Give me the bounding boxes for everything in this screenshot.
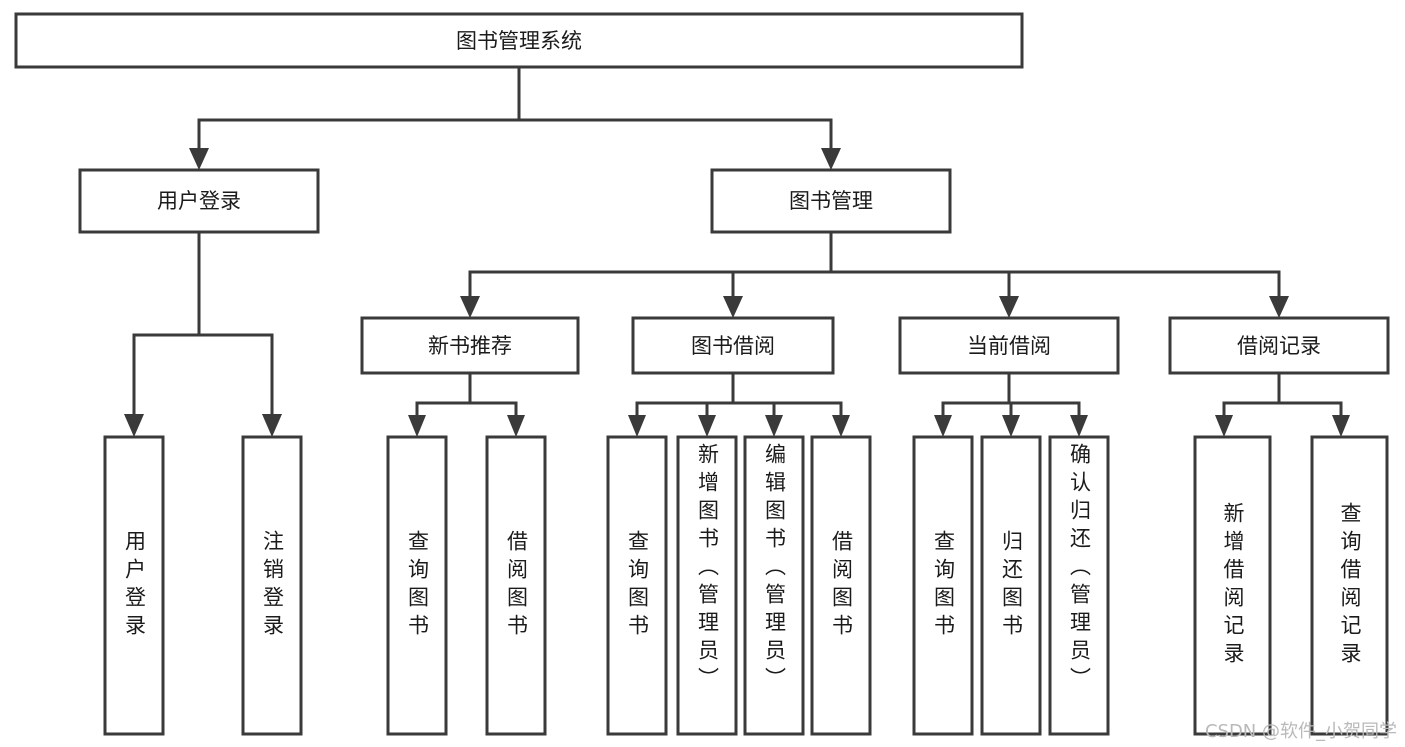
arrow-head-add-borrow-record bbox=[1215, 415, 1233, 437]
node-confirm-return-box[interactable] bbox=[1048, 435, 1110, 736]
node-edit-book-cell: 编辑图书（管理员） bbox=[745, 437, 803, 734]
node-root[interactable]: 图书管理系统 bbox=[14, 12, 1024, 69]
node-query-book-1-label: 查询图书 bbox=[405, 529, 430, 642]
arrow-head-query-borrow-record bbox=[1332, 415, 1350, 437]
node-edit-book-label: 编辑图书（管理员） bbox=[762, 443, 787, 695]
node-return-book[interactable]: 归还图书 bbox=[980, 435, 1042, 736]
node-current-borrow-box[interactable] bbox=[898, 316, 1120, 375]
node-borrow-book-2[interactable]: 借阅图书 bbox=[810, 435, 872, 736]
arrow-head-borrow-book-2 bbox=[832, 415, 850, 437]
node-root-label: 图书管理系统 bbox=[456, 29, 582, 53]
node-query-book-1-box[interactable] bbox=[386, 435, 448, 736]
node-borrow-book-1-box[interactable] bbox=[485, 435, 547, 736]
node-user-login-label: 用户登录 bbox=[157, 189, 241, 213]
node-book-manage-label: 图书管理 bbox=[789, 189, 873, 213]
node-add-borrow-record-cell: 新增借阅记录 bbox=[1195, 437, 1270, 734]
node-query-book-2[interactable]: 查询图书 bbox=[606, 435, 668, 736]
arrow-head-new-book bbox=[460, 296, 480, 318]
node-return-book-label: 归还图书 bbox=[999, 529, 1024, 642]
arrow-head-borrow-book-1 bbox=[507, 415, 525, 437]
node-book-borrow[interactable]: 图书借阅 bbox=[631, 316, 835, 375]
node-query-borrow-record-label: 查询借阅记录 bbox=[1338, 501, 1362, 670]
node-user-logout-leaf[interactable]: 注销登录 bbox=[241, 435, 303, 736]
arrow-head-return-book bbox=[1002, 415, 1020, 437]
node-user-login-leaf-label: 用户登录 bbox=[122, 529, 147, 642]
arrow-head-add-book bbox=[698, 415, 716, 437]
arrow-head-book-borrow bbox=[723, 296, 743, 318]
node-query-book-3-cell: 查询图书 bbox=[914, 437, 972, 734]
node-borrow-book-2-label: 借阅图书 bbox=[829, 529, 854, 642]
node-borrow-book-1-cell: 借阅图书 bbox=[487, 437, 545, 734]
node-add-book-cell: 新增图书（管理员） bbox=[678, 437, 736, 734]
node-return-book-box[interactable] bbox=[980, 435, 1042, 736]
arrow-head-edit-book bbox=[765, 415, 783, 437]
node-user-login-leaf-cell: 用户登录 bbox=[105, 437, 163, 734]
node-edit-book[interactable]: 编辑图书（管理员） bbox=[743, 435, 805, 736]
node-confirm-return-cell: 确认归还（管理员） bbox=[1050, 437, 1108, 734]
node-current-borrow-label: 当前借阅 bbox=[967, 334, 1051, 358]
node-query-borrow-record-cell: 查询借阅记录 bbox=[1312, 437, 1387, 734]
arrow-head-borrow-record bbox=[1269, 296, 1289, 318]
node-add-book-box[interactable] bbox=[676, 435, 738, 736]
node-borrow-record[interactable]: 借阅记录 bbox=[1168, 316, 1390, 375]
node-query-book-2-label: 查询图书 bbox=[625, 529, 650, 642]
node-user-login[interactable]: 用户登录 bbox=[78, 168, 320, 234]
arrow-head-user-logout-leaf bbox=[262, 414, 282, 437]
node-new-book-recommend-box[interactable] bbox=[360, 316, 580, 375]
node-root-box[interactable] bbox=[14, 12, 1024, 69]
node-add-borrow-record[interactable]: 新增借阅记录 bbox=[1193, 435, 1272, 736]
node-borrow-book-1-label: 借阅图书 bbox=[504, 529, 529, 642]
node-query-borrow-record-box[interactable] bbox=[1310, 435, 1389, 736]
node-confirm-return-label: 确认归还（管理员） bbox=[1067, 443, 1092, 695]
node-new-book-recommend[interactable]: 新书推荐 bbox=[360, 316, 580, 375]
node-user-login-box[interactable] bbox=[78, 168, 320, 234]
node-return-book-cell: 归还图书 bbox=[982, 437, 1040, 734]
arrow-head-user-login bbox=[189, 148, 209, 170]
node-edit-book-box[interactable] bbox=[743, 435, 805, 736]
node-borrow-record-label: 借阅记录 bbox=[1237, 334, 1321, 358]
node-query-borrow-record[interactable]: 查询借阅记录 bbox=[1310, 435, 1389, 736]
node-add-book[interactable]: 新增图书（管理员） bbox=[676, 435, 738, 736]
node-borrow-book-2-cell: 借阅图书 bbox=[812, 437, 870, 734]
node-add-borrow-record-box[interactable] bbox=[1193, 435, 1272, 736]
node-book-borrow-box[interactable] bbox=[631, 316, 835, 375]
connector-group bbox=[124, 65, 1350, 437]
node-user-logout-leaf-cell: 注销登录 bbox=[243, 437, 301, 734]
node-query-book-2-box[interactable] bbox=[606, 435, 668, 736]
node-current-borrow[interactable]: 当前借阅 bbox=[898, 316, 1120, 375]
node-borrow-book-2-box[interactable] bbox=[810, 435, 872, 736]
node-query-book-2-cell: 查询图书 bbox=[608, 437, 666, 734]
node-book-manage-box[interactable] bbox=[710, 168, 952, 234]
node-confirm-return[interactable]: 确认归还（管理员） bbox=[1048, 435, 1110, 736]
node-book-manage[interactable]: 图书管理 bbox=[710, 168, 952, 234]
node-add-borrow-record-label: 新增借阅记录 bbox=[1221, 501, 1245, 670]
arrow-head-book-manage bbox=[821, 148, 841, 170]
node-add-book-label: 新增图书（管理员） bbox=[695, 443, 720, 695]
node-query-book-3[interactable]: 查询图书 bbox=[912, 435, 974, 736]
arrow-head-query-book-1 bbox=[408, 415, 426, 437]
node-user-logout-leaf-label: 注销登录 bbox=[260, 529, 285, 642]
node-book-borrow-label: 图书借阅 bbox=[691, 334, 775, 358]
node-user-login-leaf[interactable]: 用户登录 bbox=[103, 435, 165, 736]
node-query-book-3-label: 查询图书 bbox=[931, 529, 956, 642]
node-user-login-leaf-box[interactable] bbox=[103, 435, 165, 736]
node-query-book-3-box[interactable] bbox=[912, 435, 974, 736]
node-query-book-1-cell: 查询图书 bbox=[388, 437, 446, 734]
arrow-head-confirm-return bbox=[1070, 415, 1088, 437]
arrow-head-query-book-3 bbox=[934, 415, 952, 437]
arrow-head-current-borrow bbox=[999, 296, 1019, 318]
arrow-head-query-book-2 bbox=[628, 415, 646, 437]
node-user-logout-leaf-box[interactable] bbox=[241, 435, 303, 736]
node-query-book-1[interactable]: 查询图书 bbox=[386, 435, 448, 736]
node-borrow-book-1[interactable]: 借阅图书 bbox=[485, 435, 547, 736]
node-new-book-recommend-label: 新书推荐 bbox=[428, 334, 512, 358]
arrow-head-user-login-leaf bbox=[124, 414, 144, 437]
node-borrow-record-box[interactable] bbox=[1168, 316, 1390, 375]
